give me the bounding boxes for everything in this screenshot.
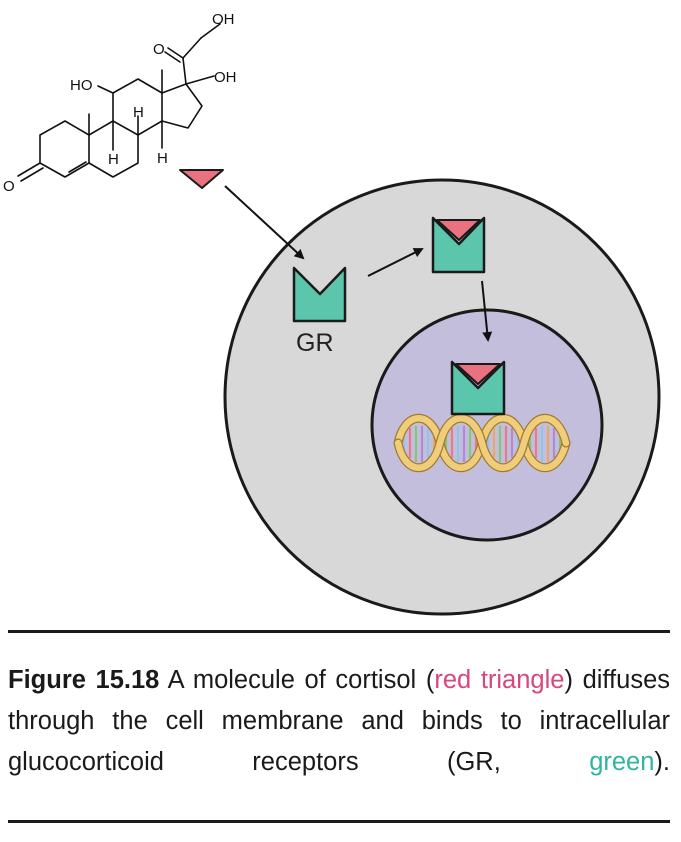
caption-rule-top [8,630,670,633]
caption-text-1: A molecule of cortisol ( [159,666,435,694]
caption-text-2: ) diffuses through the cell membrane and… [8,666,670,776]
receptor-cortisol-complex-cytoplasm [431,216,486,274]
figure-number: Figure 15.18 [8,666,160,694]
cortisol-triangle [179,169,224,189]
caption-red-text: red triangle [434,666,565,694]
caption-rule-bottom [8,820,670,823]
figure-caption: Figure 15.18 A molecule of cortisol (red… [8,660,670,783]
atom-label-h-c: H [157,150,168,167]
atom-label-oh-right: OH [214,69,237,86]
cortisol-molecule [17,23,221,182]
atom-label-h-a: H [133,104,144,121]
dna-double-helix [393,413,571,473]
receptor-label: GR [296,329,334,357]
caption-text-3: ). [654,748,670,776]
atom-label-o-ketone: O [3,178,15,195]
arrow-receptor-to-complex [367,248,424,277]
cortisol-signaling-diagram: OH O OH HO H H H O GR [3,11,661,616]
caption-green-text: green [589,748,655,776]
arrow-complex-to-nucleus [481,280,493,342]
atom-label-h-b: H [108,151,119,168]
atom-label-ho-left: HO [70,77,93,94]
receptor-cortisol-complex-nucleus [450,360,506,416]
atom-label-o-carbonyl: O [153,41,165,58]
arrow-cortisol-to-receptor [224,185,305,260]
atom-label-oh-top: OH [212,11,235,28]
glucocorticoid-receptor [292,266,347,323]
